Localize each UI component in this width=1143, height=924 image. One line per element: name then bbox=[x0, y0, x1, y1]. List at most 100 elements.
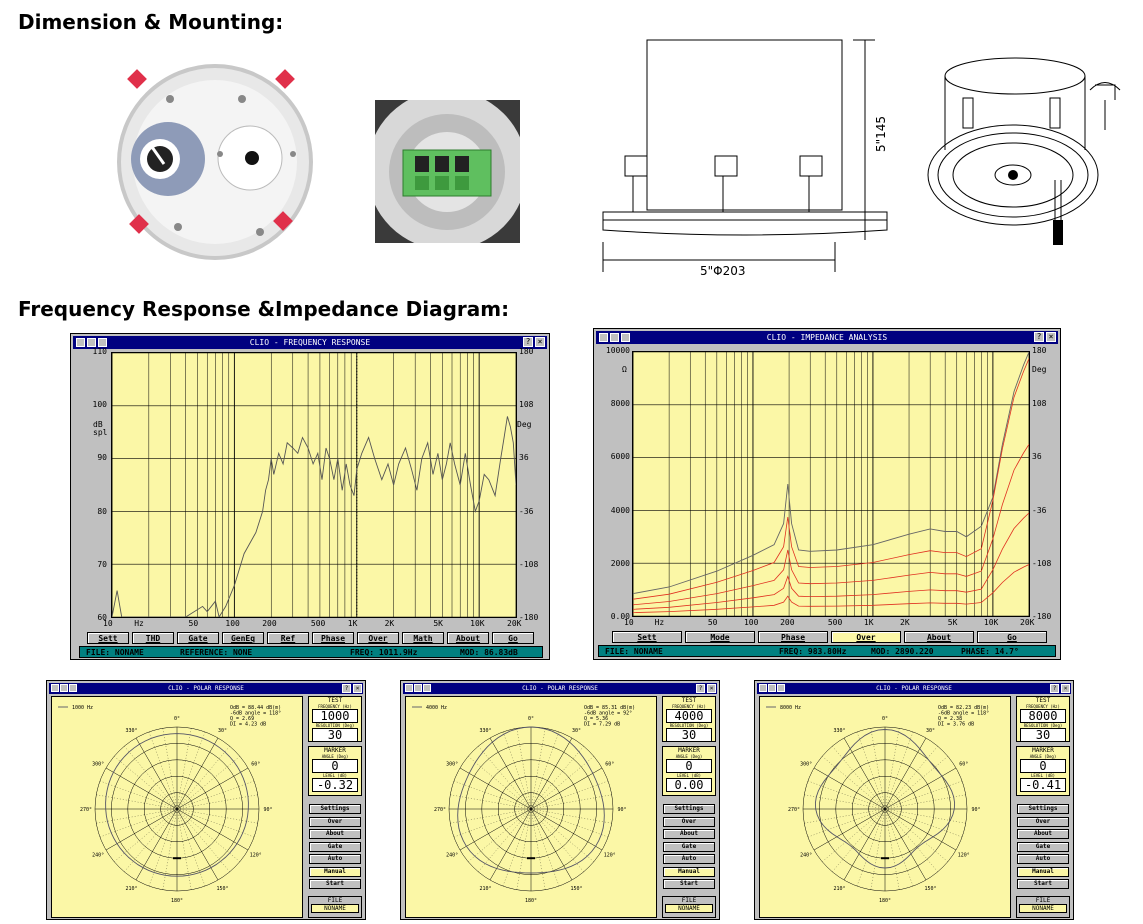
window-menu-icon[interactable] bbox=[759, 684, 767, 692]
window-menu-icon[interactable] bbox=[405, 684, 413, 692]
polar-angle-label: 30° bbox=[572, 728, 581, 734]
resolution-value[interactable]: 30 bbox=[1020, 728, 1066, 742]
over-button[interactable]: Over bbox=[357, 632, 399, 644]
geneq-button[interactable]: GenEq bbox=[222, 632, 264, 644]
go-button[interactable]: Go bbox=[977, 631, 1047, 643]
marker-angle-value[interactable]: 0 bbox=[312, 759, 358, 773]
frequency-value[interactable]: 1000 bbox=[312, 709, 358, 723]
save-icon[interactable] bbox=[768, 684, 776, 692]
polar-titlebar[interactable]: CLIO - POLAR RESPONSE ? × bbox=[757, 683, 1071, 694]
save-icon[interactable] bbox=[414, 684, 422, 692]
save-icon[interactable] bbox=[60, 684, 68, 692]
go-button[interactable]: Go bbox=[492, 632, 534, 644]
about-button[interactable]: About bbox=[904, 631, 974, 643]
ref-button[interactable]: Ref bbox=[267, 632, 309, 644]
close-button[interactable]: × bbox=[1046, 332, 1056, 342]
phase-button[interactable]: Phase bbox=[758, 631, 828, 643]
info-line: OdB = 82.23 dB(m) bbox=[938, 705, 989, 711]
polar-spoke bbox=[478, 746, 532, 810]
y-tick-label: 90 bbox=[97, 453, 107, 463]
thd-button[interactable]: THD bbox=[132, 632, 174, 644]
marker-angle-value[interactable]: 0 bbox=[666, 759, 712, 773]
mode-button[interactable]: Mode bbox=[685, 631, 755, 643]
close-button[interactable]: × bbox=[707, 684, 716, 693]
resolution-value[interactable]: 30 bbox=[666, 728, 712, 742]
auto-button[interactable]: Auto bbox=[1017, 854, 1069, 864]
over-button[interactable]: Over bbox=[831, 631, 901, 643]
manual-button[interactable]: Manual bbox=[663, 866, 715, 877]
polar-spoke bbox=[176, 808, 219, 881]
polar-angle-label: 180° bbox=[171, 898, 183, 904]
help-button[interactable]: ? bbox=[342, 684, 351, 693]
print-icon[interactable] bbox=[69, 684, 77, 692]
print-icon[interactable] bbox=[621, 333, 630, 342]
x-tick-label: 2K bbox=[384, 619, 395, 628]
print-icon[interactable] bbox=[98, 338, 107, 347]
polar-titlebar[interactable]: CLIO - POLAR RESPONSE ? × bbox=[49, 683, 363, 694]
window-menu-icon[interactable] bbox=[51, 684, 59, 692]
y-tick-label: 108 bbox=[519, 400, 534, 410]
status-mod: MOD: 2890.220 bbox=[871, 647, 934, 656]
help-button[interactable]: ? bbox=[523, 337, 533, 347]
settings-button[interactable]: Settings bbox=[1017, 804, 1069, 814]
polar-spoke bbox=[176, 767, 249, 810]
about-button[interactable]: About bbox=[663, 829, 715, 839]
marker-level-value: -0.41 bbox=[1020, 778, 1066, 792]
about-button[interactable]: About bbox=[309, 829, 361, 839]
freq-titlebar[interactable]: CLIO - FREQUENCY RESPONSE ? × bbox=[73, 336, 547, 349]
print-icon[interactable] bbox=[777, 684, 785, 692]
sett-button[interactable]: Sett bbox=[612, 631, 682, 643]
polar-spoke bbox=[843, 737, 886, 810]
angle-label: ANGLE (Deg) bbox=[675, 754, 703, 759]
start-button[interactable]: Start bbox=[309, 879, 361, 889]
gate-button[interactable]: Gate bbox=[1017, 841, 1069, 852]
polar-angle-label: 210° bbox=[479, 886, 491, 892]
frequency-value[interactable]: 8000 bbox=[1020, 709, 1066, 723]
window-menu-icon[interactable] bbox=[76, 338, 85, 347]
about-button[interactable]: About bbox=[447, 632, 489, 644]
help-button[interactable]: ? bbox=[1034, 332, 1044, 342]
imp-titlebar[interactable]: CLIO - IMPEDANCE ANALYSIS ? × bbox=[596, 331, 1058, 344]
gate-button[interactable]: Gate bbox=[663, 841, 715, 852]
marker-box: MARKER ANGLE (Deg) 0 LEVEL (dB) -0.32 bbox=[308, 746, 362, 796]
start-button[interactable]: Start bbox=[663, 879, 715, 889]
polar-angle-label: 300° bbox=[446, 762, 458, 768]
y-tick-label: -180 bbox=[1032, 612, 1052, 621]
save-icon[interactable] bbox=[610, 333, 619, 342]
gate-button[interactable]: Gate bbox=[309, 841, 361, 852]
math-button[interactable]: Math bbox=[402, 632, 444, 644]
manual-button[interactable]: Manual bbox=[309, 866, 361, 877]
close-button[interactable]: × bbox=[1061, 684, 1070, 693]
save-icon[interactable] bbox=[87, 338, 96, 347]
frequency-value[interactable]: 4000 bbox=[666, 709, 712, 723]
phase-button[interactable]: Phase bbox=[312, 632, 354, 644]
polar-spoke bbox=[530, 746, 584, 810]
start-button[interactable]: Start bbox=[1017, 879, 1069, 889]
marker-angle-value[interactable]: 0 bbox=[1020, 759, 1066, 773]
polar-spoke bbox=[124, 746, 178, 810]
sett-button[interactable]: Sett bbox=[87, 632, 129, 644]
close-button[interactable]: × bbox=[353, 684, 362, 693]
over-button[interactable]: Over bbox=[1017, 816, 1069, 827]
polar-spoke bbox=[530, 737, 573, 810]
gate-button[interactable]: Gate bbox=[177, 632, 219, 644]
polar-titlebar[interactable]: CLIO - POLAR RESPONSE ? × bbox=[403, 683, 717, 694]
info-line: DI = 3.76 dB bbox=[938, 722, 974, 728]
settings-button[interactable]: Settings bbox=[309, 804, 361, 814]
auto-button[interactable]: Auto bbox=[309, 854, 361, 864]
freq-statusbar: FILE: NONAME REFERENCE: NONE FREQ: 1011.… bbox=[79, 646, 543, 658]
print-icon[interactable] bbox=[423, 684, 431, 692]
window-menu-icon[interactable] bbox=[599, 333, 608, 342]
resolution-value[interactable]: 30 bbox=[312, 728, 358, 742]
close-button[interactable]: × bbox=[535, 337, 545, 347]
help-button[interactable]: ? bbox=[696, 684, 705, 693]
over-button[interactable]: Over bbox=[309, 816, 361, 827]
manual-button[interactable]: Manual bbox=[1017, 866, 1069, 877]
auto-button[interactable]: Auto bbox=[663, 854, 715, 864]
settings-button[interactable]: Settings bbox=[663, 804, 715, 814]
y-tick-label: 4000 bbox=[610, 505, 630, 515]
polar-spoke bbox=[530, 808, 584, 872]
over-button[interactable]: Over bbox=[663, 816, 715, 827]
about-button[interactable]: About bbox=[1017, 829, 1069, 839]
help-button[interactable]: ? bbox=[1050, 684, 1059, 693]
